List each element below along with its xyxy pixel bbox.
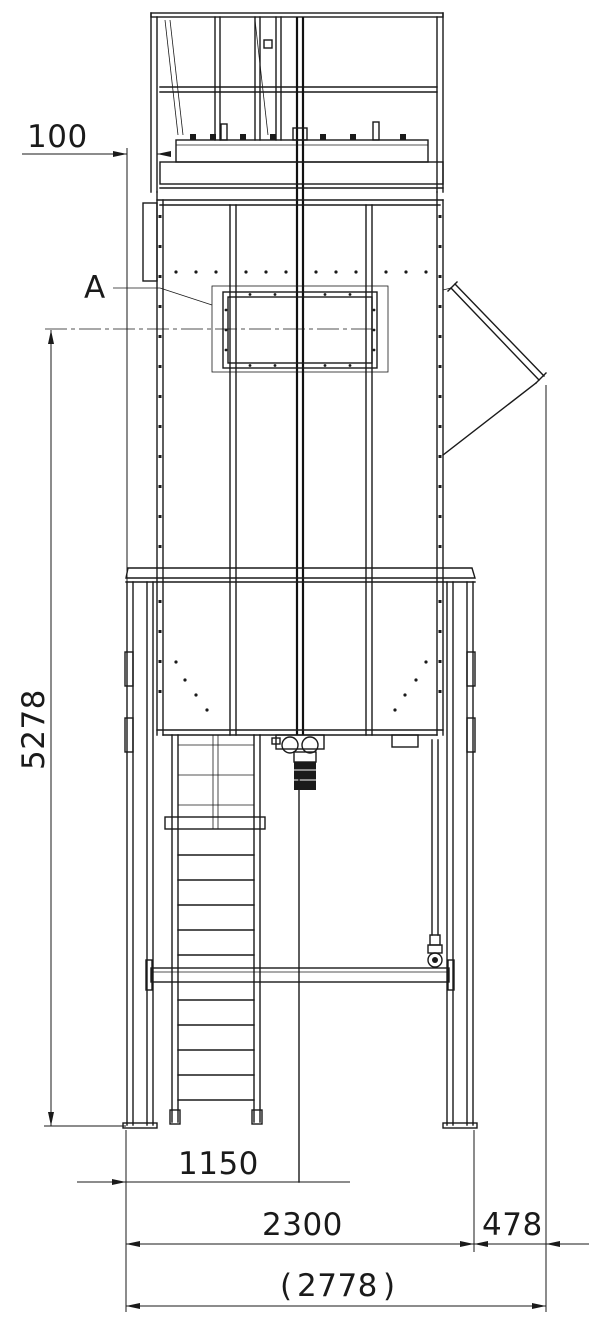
support-frame: [122, 567, 478, 1129]
dimension-overall-width: ( 2778 ): [126, 1268, 546, 1309]
inlet-duct: [442, 281, 547, 456]
dimension-width: 2300: [126, 1207, 474, 1247]
filter-housing: [142, 191, 444, 736]
dim-1150-label: 1150: [178, 1146, 259, 1182]
dim-2778-paren-close: ): [383, 1268, 396, 1304]
roof-deck: [159, 121, 444, 189]
detail-a-opening: [113, 285, 389, 373]
dim-5278-label: 5278: [16, 689, 52, 770]
rotary-valve-motor: [271, 734, 419, 790]
dim-2778-label: 2778: [297, 1268, 378, 1304]
bolt-pattern: [158, 215, 442, 712]
detail-a-label: A: [84, 270, 105, 306]
drain-pipe: [427, 739, 443, 968]
top-railing: [150, 12, 444, 210]
dimension-top-offset: 100: [22, 119, 171, 1125]
dim-100-label: 100: [27, 119, 88, 155]
dim-2778-paren-open: (: [280, 1268, 293, 1304]
dimension-height: 5278: [16, 330, 126, 1127]
dimension-inlet-offset: 478: [474, 1207, 589, 1247]
dim-478-label: 478: [482, 1207, 543, 1243]
dim-2300-label: 2300: [262, 1207, 343, 1243]
access-ladder: [164, 734, 266, 1125]
dimension-half-width: 1150: [77, 1146, 350, 1185]
